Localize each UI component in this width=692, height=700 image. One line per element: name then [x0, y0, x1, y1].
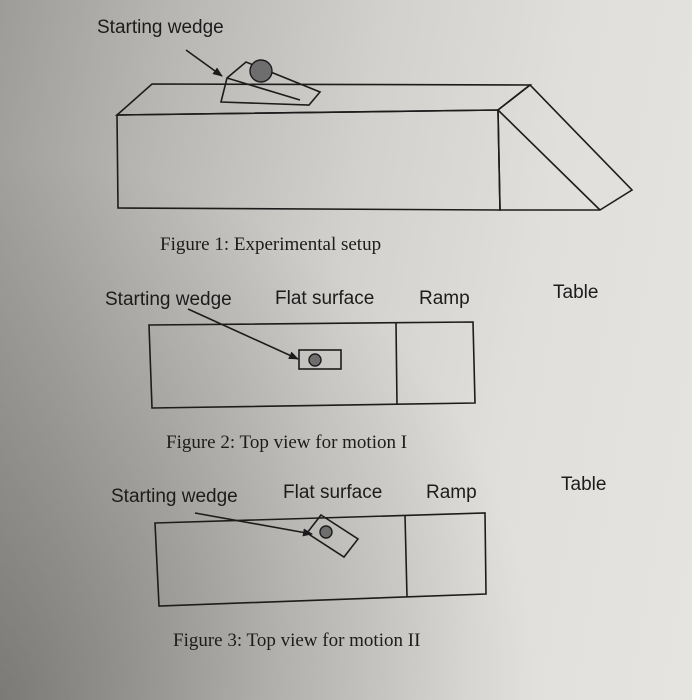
- starting-wedge-top-3: [305, 513, 360, 559]
- ramp-divider-2: [395, 322, 398, 406]
- figure2-flat-surface-label: Flat surface: [275, 288, 375, 309]
- figure1-starting-wedge-label: Starting wedge: [97, 17, 224, 38]
- figure3-starting-wedge-label: Starting wedge: [111, 486, 238, 507]
- table-top-view-3: [154, 512, 487, 607]
- ball-3d: [249, 59, 273, 83]
- figure2-table-label: Table: [553, 282, 599, 303]
- figure2-ramp-label: Ramp: [419, 288, 470, 309]
- figure3-ramp-label: Ramp: [426, 482, 477, 503]
- starting-wedge-3d: [219, 61, 322, 106]
- ramp-divider-3: [404, 514, 408, 598]
- table-top-face: [114, 83, 533, 116]
- figure1-caption: Figure 1: Experimental setup: [160, 234, 382, 255]
- wedge-edge: [226, 77, 301, 101]
- figure2-starting-wedge-label: Starting wedge: [105, 289, 232, 310]
- table-front-face: [116, 109, 501, 211]
- figure3-flat-surface-label: Flat surface: [283, 482, 383, 503]
- figure1-drawing: [114, 49, 634, 211]
- wedge-pointer-arrow-1: [185, 49, 223, 77]
- ramp-face: [497, 83, 634, 211]
- wedge-pointer-arrow-3: [194, 512, 313, 537]
- starting-wedge-top-2: [298, 349, 342, 370]
- table-top-view-2: [148, 321, 476, 409]
- figure2-caption: Figure 2: Top view for motion I: [166, 432, 408, 453]
- figure2-drawing: [148, 308, 476, 409]
- wedge-pointer-arrow-2: [187, 308, 299, 360]
- ramp-edge: [497, 109, 601, 211]
- ball-top-2: [308, 353, 322, 367]
- figure3-table-label: Table: [561, 474, 607, 495]
- ball-top-3: [319, 525, 333, 539]
- figure3-drawing: [154, 512, 487, 607]
- figure3-caption: Figure 3: Top view for motion II: [173, 630, 421, 651]
